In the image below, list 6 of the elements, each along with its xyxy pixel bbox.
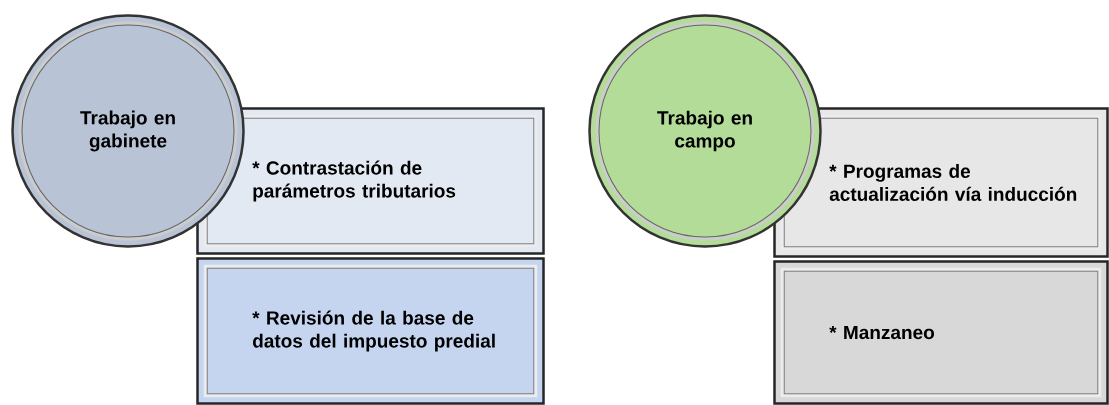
text-box: * Revisión de la base de datos del impuesto predial bbox=[196, 257, 545, 405]
text-box: * Contrastación de parámetros tributarios bbox=[196, 107, 545, 255]
text-box: * Manzaneo bbox=[773, 260, 1109, 405]
circle-node: Trabajo en gabinete bbox=[11, 14, 245, 248]
text-box: * Programas de actualización vía inducción bbox=[773, 107, 1109, 258]
circle-node: Trabajo en campo bbox=[588, 14, 822, 248]
